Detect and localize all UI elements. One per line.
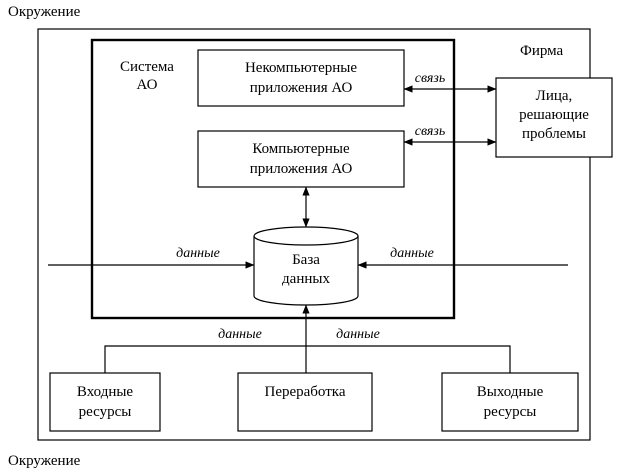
link-label-noncomputer: связь xyxy=(415,71,445,86)
processing-label: Переработка xyxy=(264,384,345,400)
input-resources-box xyxy=(49,372,161,432)
decision-makers-line-3: проблемы xyxy=(522,126,586,142)
firm-boundary xyxy=(37,28,591,441)
output-resources-line-1: Выходные xyxy=(477,384,544,400)
database-label-line-2: данных xyxy=(282,271,330,287)
noncomputer-apps-box xyxy=(197,49,405,107)
output-resources-box xyxy=(441,372,579,432)
system-label-line-2: АО xyxy=(137,77,158,93)
database-label-line-1: База xyxy=(292,252,320,268)
firm-label: Фирма xyxy=(520,43,564,59)
processing-box xyxy=(237,372,373,432)
input-resources-line-1: Входные xyxy=(77,384,134,400)
bottom-bus-line xyxy=(104,345,511,373)
computer-apps-box xyxy=(197,130,405,188)
data-label-bottom-left: данные xyxy=(218,327,262,342)
computer-apps-line-1: Компьютерные xyxy=(252,141,350,157)
noncomputer-apps-line-2: приложения АО xyxy=(250,80,353,96)
system-label-line-1: Система xyxy=(120,59,174,75)
output-resources-line-2: ресурсы xyxy=(484,404,537,420)
data-label-right: данные xyxy=(390,246,434,261)
data-label-left: данные xyxy=(176,246,220,261)
noncomputer-apps-line-1: Некомпьютерные xyxy=(245,60,357,76)
input-resources-line-2: ресурсы xyxy=(79,404,132,420)
environment-label-top: Окружение xyxy=(8,4,81,20)
decision-makers-line-1: Лица, xyxy=(536,88,573,104)
decision-makers-line-2: решающие xyxy=(519,107,589,123)
link-label-computer: связь xyxy=(415,124,445,139)
decision-makers-box xyxy=(495,77,613,158)
environment-label-bottom: Окружение xyxy=(8,453,81,469)
ao-system-boundary xyxy=(90,38,456,320)
data-label-bottom-right: данные xyxy=(336,327,380,342)
computer-apps-line-2: приложения АО xyxy=(250,161,353,177)
